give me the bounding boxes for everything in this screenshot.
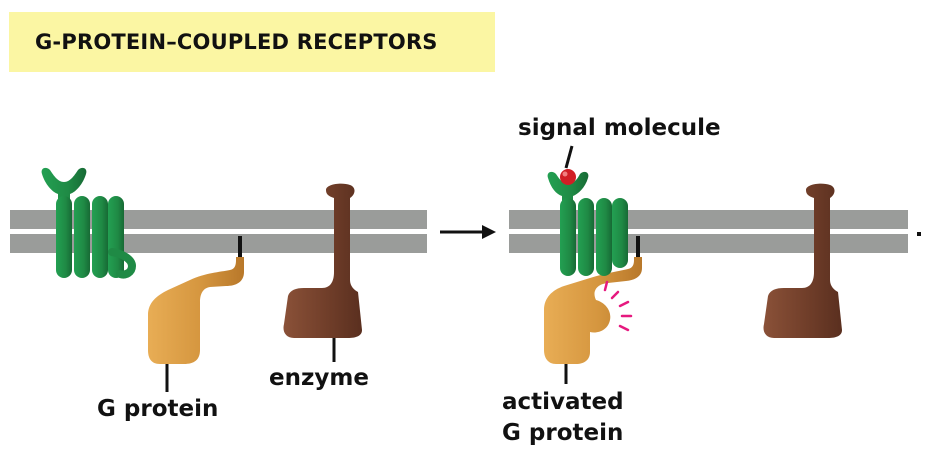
receptor-right-helix-2 [578, 198, 594, 276]
signal-molecule-label: signal molecule [518, 115, 721, 141]
enzyme-left-body [283, 183, 362, 338]
signal-molecule [560, 169, 576, 185]
edge-mark [917, 232, 921, 236]
g-protein-right [544, 236, 642, 384]
membrane-left [10, 210, 427, 253]
g-protein-label: G protein [97, 396, 219, 422]
receptor-left-helix-2 [74, 196, 90, 278]
receptor-right-helix-3 [596, 198, 612, 276]
receptor-right-binding-site [547, 171, 589, 202]
membrane-left-inner-layer [10, 234, 427, 253]
signal-molecule-highlight [562, 171, 568, 177]
right-arrow-icon [440, 225, 496, 239]
g-protein-right-anchor [636, 236, 640, 258]
receptor-right-helix-4 [612, 198, 628, 268]
receptor-left [41, 167, 137, 279]
g-protein-right-body [544, 257, 642, 364]
g-protein-left-anchor [238, 236, 242, 258]
activated-g-protein-label-line2: G protein [502, 420, 624, 446]
receptor-left-binding-site [41, 167, 87, 200]
activation-burst-icon [603, 280, 633, 332]
receptor-right [547, 145, 628, 276]
page-title: G-PROTEIN–COUPLED RECEPTORS [35, 30, 438, 54]
membrane-left-outer-layer [10, 210, 427, 229]
g-protein-left-body [148, 257, 244, 364]
receptor-right-helix-1 [560, 198, 576, 276]
signal-molecule-pointer [564, 145, 574, 169]
receptor-left-helix-4 [108, 196, 124, 278]
enzyme-label: enzyme [269, 365, 369, 391]
receptor-left-helix-1 [56, 196, 72, 278]
enzyme-right [763, 183, 842, 338]
activated-g-protein-label-line1: activated [502, 389, 624, 415]
g-protein-left [148, 236, 244, 392]
title-banner: G-PROTEIN–COUPLED RECEPTORS [9, 12, 495, 72]
receptor-left-tail [108, 248, 137, 279]
receptor-left-helix-3 [92, 196, 108, 278]
enzyme-right-body [763, 183, 842, 338]
enzyme-left [283, 183, 362, 362]
